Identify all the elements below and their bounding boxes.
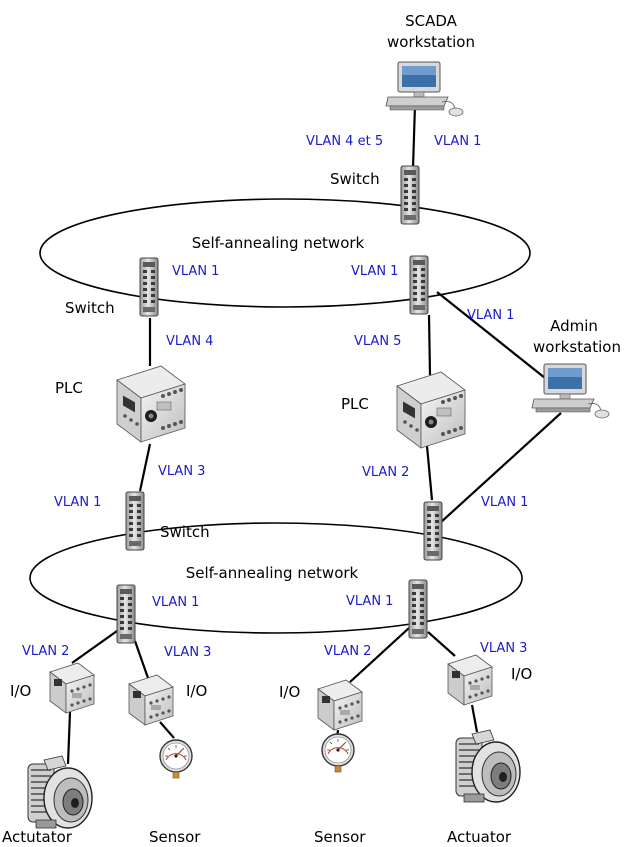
switch-label: Switch <box>330 170 380 188</box>
lower-ring-label: Self-annealing network <box>186 564 359 582</box>
upper-ring-label: Self-annealing network <box>192 234 365 252</box>
network-switch-icon <box>400 165 420 225</box>
lower-right-ring-switch[interactable] <box>423 501 443 561</box>
switch-label: Switch <box>160 523 210 541</box>
io-module-icon <box>447 654 493 706</box>
lower-switch-b[interactable] <box>408 579 428 639</box>
top-switch[interactable] <box>400 165 420 225</box>
vlan-label: VLAN 4 <box>166 334 213 349</box>
computer-icon <box>531 363 610 419</box>
io-module-icon <box>128 674 174 726</box>
io-module[interactable] <box>317 679 363 731</box>
vlan-label: VLAN 3 <box>158 464 205 479</box>
admin-label-line2: workstation <box>533 338 621 356</box>
scada-label-line2: workstation <box>387 33 475 51</box>
network-switch-icon <box>423 501 443 561</box>
admin-workstation[interactable] <box>531 363 610 419</box>
actuator-left[interactable] <box>27 755 93 829</box>
io-module[interactable] <box>49 662 95 714</box>
motor-icon <box>455 729 521 803</box>
plc-left[interactable] <box>116 365 186 443</box>
actuator-right[interactable] <box>455 729 521 803</box>
actuator-label: Actuator <box>447 828 512 846</box>
plc-icon <box>116 365 186 443</box>
io-label: I/O <box>279 683 300 701</box>
network-switch-icon <box>409 255 429 315</box>
network-switch-icon <box>116 584 136 644</box>
vlan-label: VLAN 1 <box>346 594 393 609</box>
vlan-label: VLAN 3 <box>164 645 211 660</box>
io-label: I/O <box>186 682 207 700</box>
motor-icon <box>27 755 93 829</box>
scada-label-line1: SCADA <box>405 12 458 30</box>
switch-label: Switch <box>65 299 115 317</box>
io-module[interactable] <box>128 674 174 726</box>
admin-label-line1: Admin <box>550 317 598 335</box>
vlan-label: VLAN 1 <box>434 134 481 149</box>
pressure-gauge-icon <box>321 733 355 773</box>
plc-label: PLC <box>55 379 83 397</box>
scada-workstation[interactable] <box>385 61 464 117</box>
sensor-left[interactable] <box>159 739 193 779</box>
plc-right[interactable] <box>396 371 466 449</box>
lower-left-switch[interactable] <box>125 491 145 551</box>
vlan-label: VLAN 1 <box>152 595 199 610</box>
network-switch-icon <box>125 491 145 551</box>
network-links <box>66 104 562 765</box>
vlan-label: VLAN 2 <box>362 465 409 480</box>
sensor-right[interactable] <box>321 733 355 773</box>
vlan-label: VLAN 3 <box>480 641 527 656</box>
vlan-label: VLAN 1 <box>54 495 101 510</box>
vlan-label: VLAN 2 <box>22 644 69 659</box>
plc-label: PLC <box>341 395 369 413</box>
io-label: I/O <box>10 682 31 700</box>
vlan-label: VLAN 1 <box>467 308 514 323</box>
upper-left-switch[interactable] <box>139 257 159 317</box>
sensor-label: Sensor <box>149 828 201 846</box>
vlan-label: VLAN 2 <box>324 644 371 659</box>
vlan-label: VLAN 1 <box>172 264 219 279</box>
vlan-label: VLAN 1 <box>481 495 528 510</box>
computer-icon <box>385 61 464 117</box>
io-module-icon <box>49 662 95 714</box>
upper-right-switch[interactable] <box>409 255 429 315</box>
io-module[interactable] <box>447 654 493 706</box>
pressure-gauge-icon <box>159 739 193 779</box>
plc-icon <box>396 371 466 449</box>
lower-self-annealing-ring <box>29 522 523 634</box>
vlan-label: VLAN 5 <box>354 334 401 349</box>
network-switch-icon <box>408 579 428 639</box>
vlan-label: VLAN 4 et 5 <box>306 134 383 149</box>
upper-self-annealing-ring <box>39 198 531 308</box>
lower-switch-a[interactable] <box>116 584 136 644</box>
io-module-icon <box>317 679 363 731</box>
sensor-label: Sensor <box>314 828 366 846</box>
actuator-label: Actutator <box>2 828 73 846</box>
io-label: I/O <box>511 665 532 683</box>
vlan-label: VLAN 1 <box>351 264 398 279</box>
network-switch-icon <box>139 257 159 317</box>
